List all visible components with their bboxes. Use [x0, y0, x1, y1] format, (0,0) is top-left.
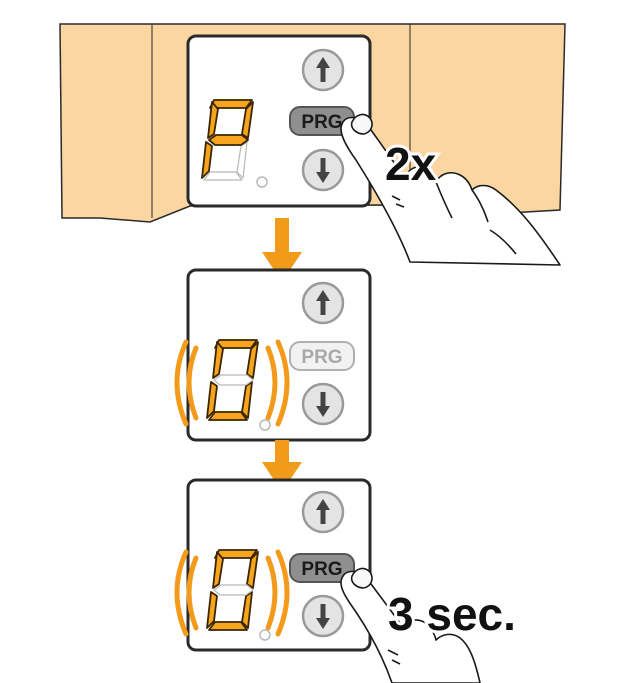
up-arrow-icon	[316, 57, 330, 82]
prg-label: PRG	[301, 347, 342, 368]
decimal-point	[256, 176, 268, 188]
segment-d-lit	[208, 411, 248, 421]
decimal-point	[259, 419, 271, 431]
seven-segment-display	[206, 549, 271, 641]
up-button[interactable]	[301, 48, 345, 92]
hold-duration-label: 3 sec.	[388, 588, 516, 640]
segment-g-lit	[208, 134, 249, 146]
step-3: PRG 3 sec.	[174, 478, 519, 683]
down-button[interactable]	[301, 594, 345, 638]
down-arrow-icon	[262, 218, 302, 282]
prg-label: PRG	[301, 112, 342, 133]
segment-d-unlit	[203, 171, 243, 181]
up-arrow-icon	[316, 499, 330, 524]
prg-button[interactable]: PRG	[289, 106, 355, 136]
down-button[interactable]	[301, 382, 345, 426]
decimal-point	[259, 629, 271, 641]
seven-segment-display	[201, 99, 268, 188]
blink-indicator	[174, 339, 290, 427]
up-button[interactable]	[301, 490, 345, 534]
segment-g-unlit	[213, 374, 254, 386]
prg-button[interactable]: PRG	[289, 553, 355, 583]
step-1: PRG 2x	[59, 23, 566, 266]
step-2: PRG	[174, 268, 372, 442]
segment-d-lit	[208, 621, 248, 631]
down-arrow-icon	[262, 440, 302, 492]
segment-g-unlit	[213, 584, 254, 596]
down-arrow-icon	[316, 604, 330, 629]
prg-button[interactable]: PRG	[289, 341, 355, 371]
press-count-label: 2x	[385, 138, 437, 190]
pointing-hand-icon	[340, 567, 481, 683]
down-button[interactable]	[301, 148, 345, 192]
prg-label: PRG	[301, 559, 342, 580]
blink-indicator	[174, 549, 290, 637]
down-arrow-icon	[316, 158, 330, 183]
up-arrow-icon	[316, 290, 330, 315]
up-button[interactable]	[301, 281, 345, 325]
pointing-hand-icon	[340, 113, 561, 266]
down-arrow-icon	[316, 392, 330, 417]
seven-segment-display	[206, 339, 271, 431]
